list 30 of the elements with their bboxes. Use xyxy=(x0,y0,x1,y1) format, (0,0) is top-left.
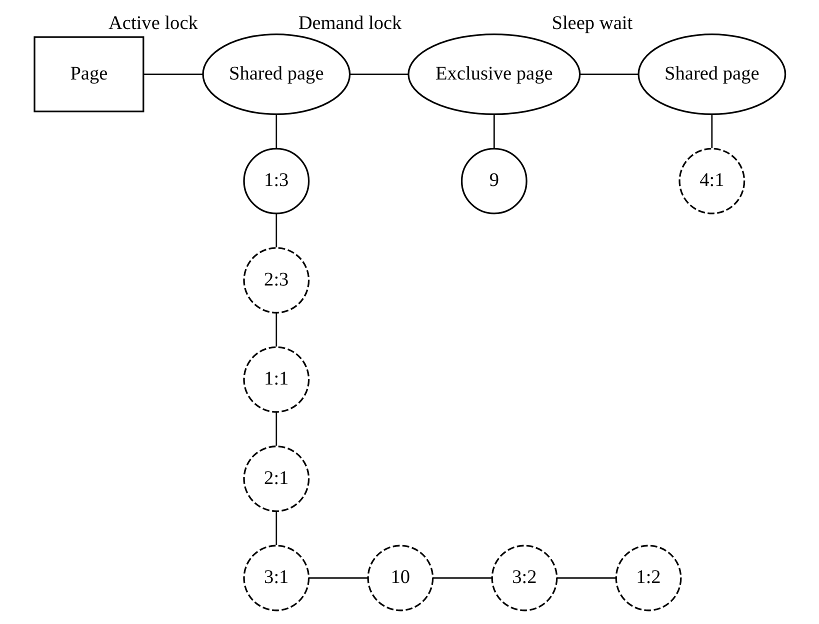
connector xyxy=(710,114,712,148)
connector xyxy=(275,511,277,545)
node-circle: 1:3 xyxy=(242,148,310,214)
connector xyxy=(308,577,368,579)
connector xyxy=(556,577,616,579)
node-ellipse: Shared page xyxy=(202,33,350,116)
node-circle: 1:2 xyxy=(614,544,682,612)
node-label: Demand lock xyxy=(298,13,402,34)
node-label: Active lock xyxy=(108,13,198,34)
connector xyxy=(275,114,277,148)
node-circle: 10 xyxy=(366,544,434,612)
connector xyxy=(143,74,202,75)
node-circle: 3:1 xyxy=(242,544,310,612)
connector xyxy=(275,312,277,346)
node-circle: 2:1 xyxy=(242,446,310,512)
connector xyxy=(349,74,408,75)
connector xyxy=(492,114,494,148)
node-circle: 9 xyxy=(460,148,527,214)
node-label: Sleep wait xyxy=(551,13,632,34)
node-ellipse: Exclusive page xyxy=(407,33,580,116)
connector xyxy=(432,577,492,579)
node-ellipse: Shared page xyxy=(637,33,786,116)
node-circle: 1:1 xyxy=(242,346,310,413)
node-circle: 3:2 xyxy=(490,544,558,612)
node-circle: 4:1 xyxy=(678,148,745,214)
connector xyxy=(275,412,277,446)
connector xyxy=(275,214,277,248)
node-box: Page xyxy=(33,36,144,112)
connector xyxy=(580,74,638,75)
node-circle: 2:3 xyxy=(242,247,310,314)
